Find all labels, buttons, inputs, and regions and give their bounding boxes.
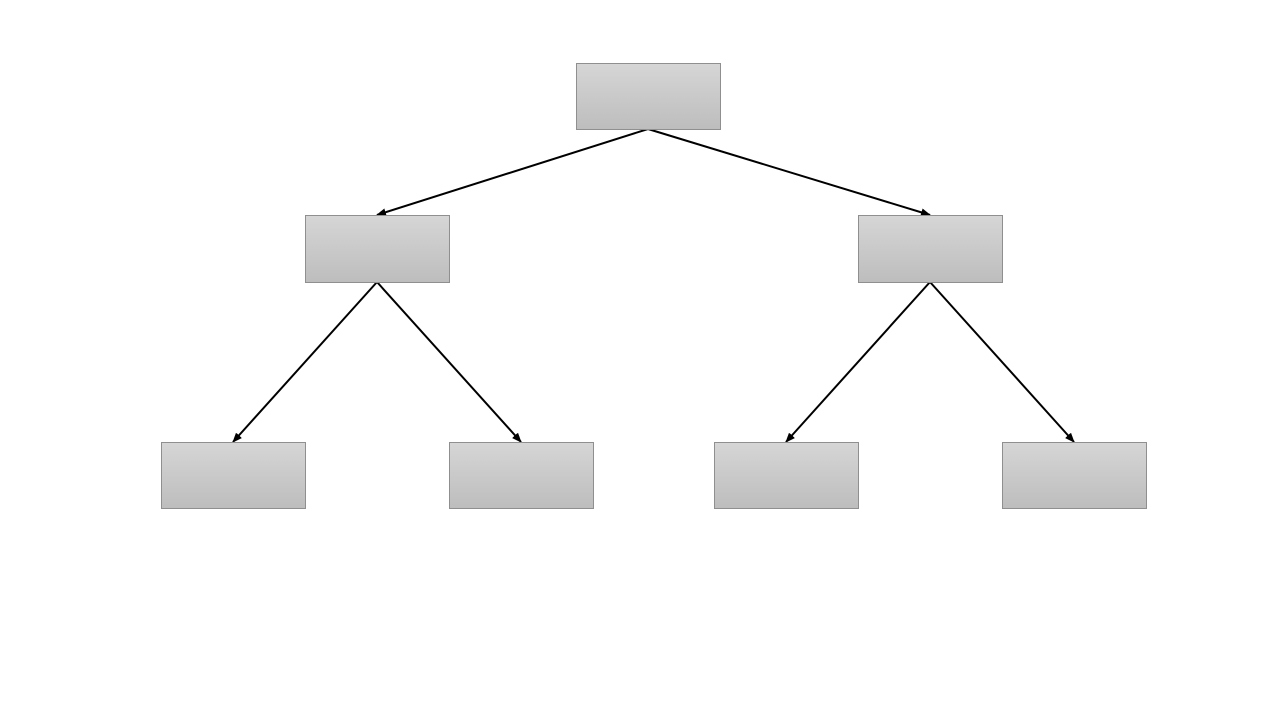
edge-right-to-right-left [785, 281, 931, 443]
node-root [576, 63, 721, 130]
edge-left-to-left-right [376, 281, 522, 443]
node-left-right [449, 442, 594, 509]
nodes-layer [161, 63, 1147, 509]
edge-left-to-left-left [232, 281, 378, 443]
node-box [1002, 442, 1147, 509]
edge-right-to-right-right [929, 281, 1075, 443]
node-box [714, 442, 859, 509]
node-box [576, 63, 721, 130]
edge-root-to-left [376, 128, 649, 217]
node-left [305, 215, 450, 283]
node-right-right [1002, 442, 1147, 509]
node-left-left [161, 442, 306, 509]
node-right [858, 215, 1003, 283]
node-box [161, 442, 306, 509]
node-box [449, 442, 594, 509]
node-box [305, 215, 450, 283]
edge-root-to-right [647, 128, 931, 217]
node-box [858, 215, 1003, 283]
edges-layer [232, 128, 1075, 443]
node-right-left [714, 442, 859, 509]
